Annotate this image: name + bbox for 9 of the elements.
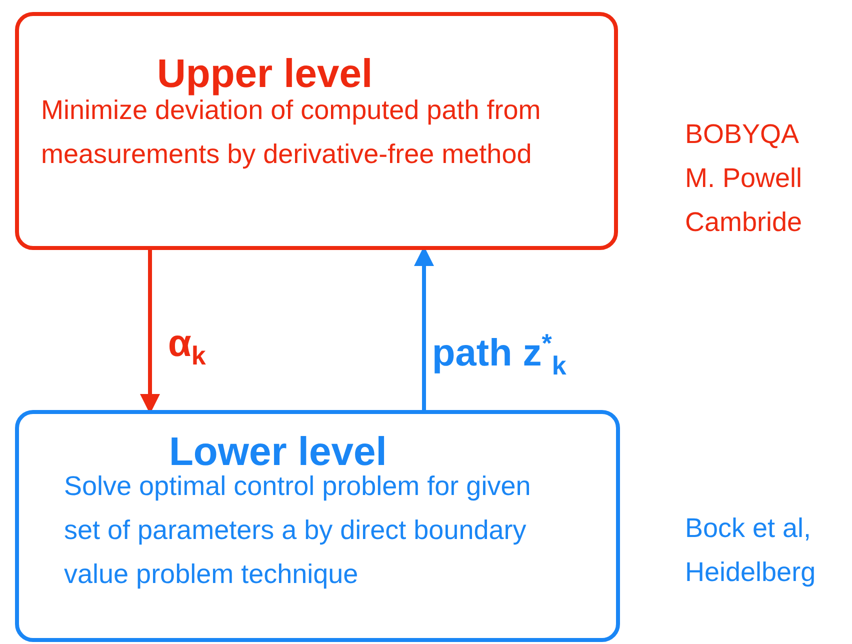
- side-note: Cambride: [685, 206, 802, 239]
- side-note: Bock et al,: [685, 512, 812, 545]
- level-box: [15, 12, 618, 250]
- box-description: Minimize deviation of computed path from measurements by derivative-free method: [41, 95, 542, 171]
- side-note: Heidelberg: [685, 556, 816, 589]
- side-note: M. Powell: [685, 162, 802, 195]
- side-note: BOBYQA: [685, 118, 800, 151]
- box-heading: Upper level: [157, 52, 373, 97]
- level-box: [15, 410, 620, 642]
